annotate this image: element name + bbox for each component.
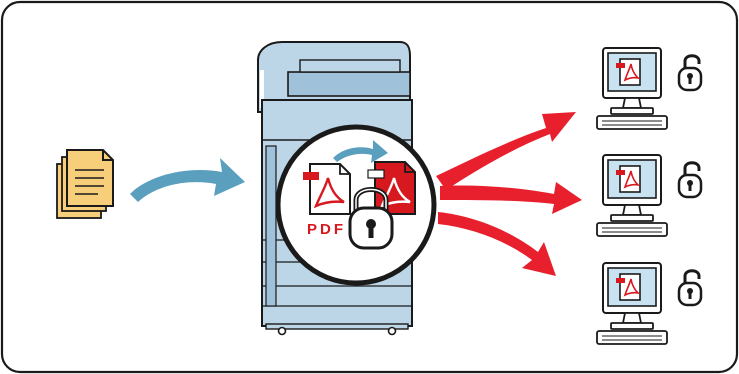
conversion-arrow xyxy=(333,140,388,163)
pdf-label: PDF xyxy=(307,221,346,238)
input-flow-arrow xyxy=(130,158,245,202)
pdf-file-icon xyxy=(303,163,351,215)
document-stack-icon xyxy=(56,149,114,219)
distribution-arrow-middle xyxy=(440,182,582,214)
distribution-arrow-bottom xyxy=(438,212,556,276)
desktop-computer-icon xyxy=(596,154,668,237)
desktop-computer-icon xyxy=(596,262,668,345)
locked-pdf-file-icon xyxy=(348,161,416,250)
desktop-computer-icon xyxy=(596,47,668,130)
distribution-arrows xyxy=(436,112,582,276)
conversion-magnifier: PDF xyxy=(275,124,437,286)
distribution-arrow-top xyxy=(436,112,576,190)
